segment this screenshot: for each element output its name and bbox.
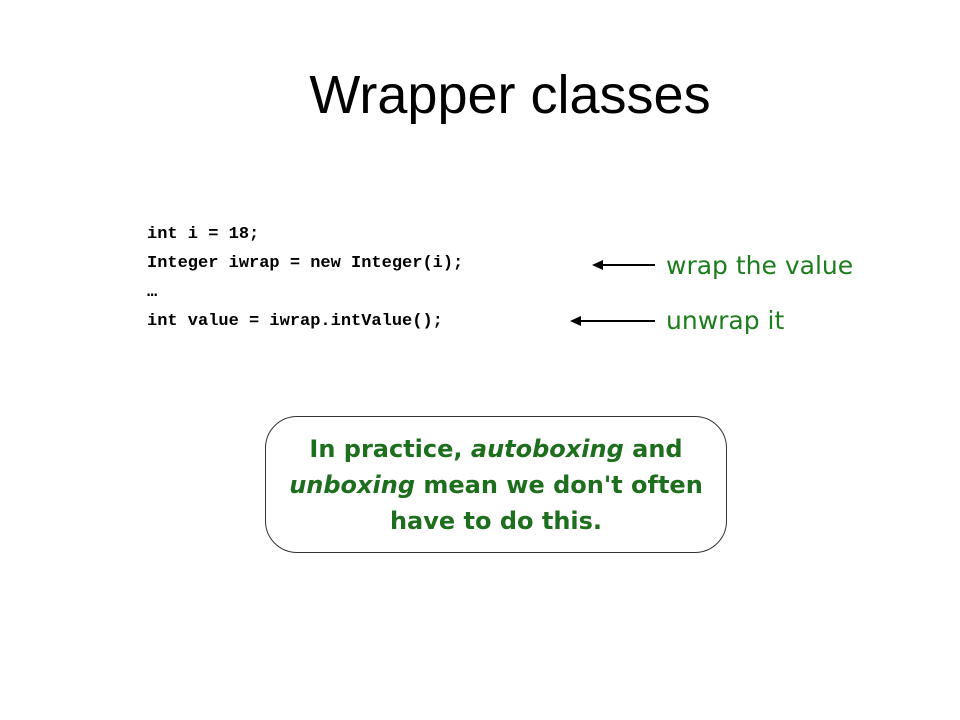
callout-text-part-2: and <box>623 434 683 463</box>
code-line-4: int value = iwrap.intValue(); <box>147 312 443 331</box>
callout-term-autoboxing: autoboxing <box>470 434 624 463</box>
slide-title: Wrapper classes <box>309 65 711 125</box>
left-arrow-icon <box>592 260 655 270</box>
code-line-1: int i = 18; <box>147 225 260 244</box>
callout-term-unboxing: unboxing <box>289 470 416 499</box>
left-arrow-icon <box>570 316 655 326</box>
callout-text-part-3: mean we don't often have to do this. <box>389 470 703 535</box>
callout-box: In practice, autoboxing and unboxing mea… <box>265 416 727 553</box>
callout-text-part-1: In practice, <box>309 434 471 463</box>
wrap-annotation: wrap the value <box>666 251 854 280</box>
unwrap-annotation: unwrap it <box>666 306 785 335</box>
code-line-3: … <box>147 283 158 302</box>
code-line-2: Integer iwrap = new Integer(i); <box>147 254 464 273</box>
callout-text: In practice, autoboxing and unboxing mea… <box>280 431 712 539</box>
